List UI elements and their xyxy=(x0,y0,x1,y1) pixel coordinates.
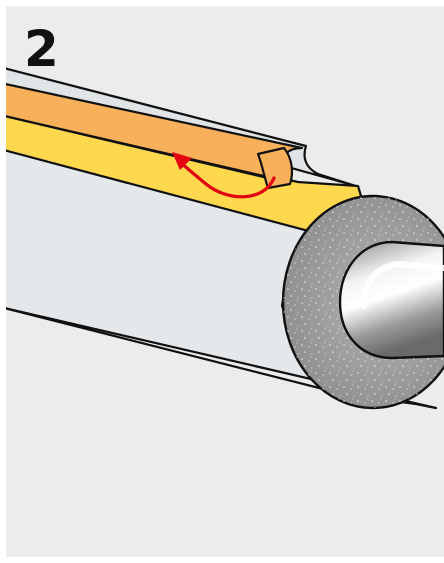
metal-pipe xyxy=(338,240,444,360)
release-liner-curl xyxy=(256,146,294,190)
pipe-insulation-diagram xyxy=(6,6,444,557)
jacket-bottom-edge xyxy=(6,307,332,393)
pipe-highlight xyxy=(360,260,444,309)
instruction-panel: 2 xyxy=(6,6,444,557)
curved-arrow-icon xyxy=(172,152,276,199)
step-number: 2 xyxy=(24,20,59,78)
liner-edge-line xyxy=(6,115,265,177)
